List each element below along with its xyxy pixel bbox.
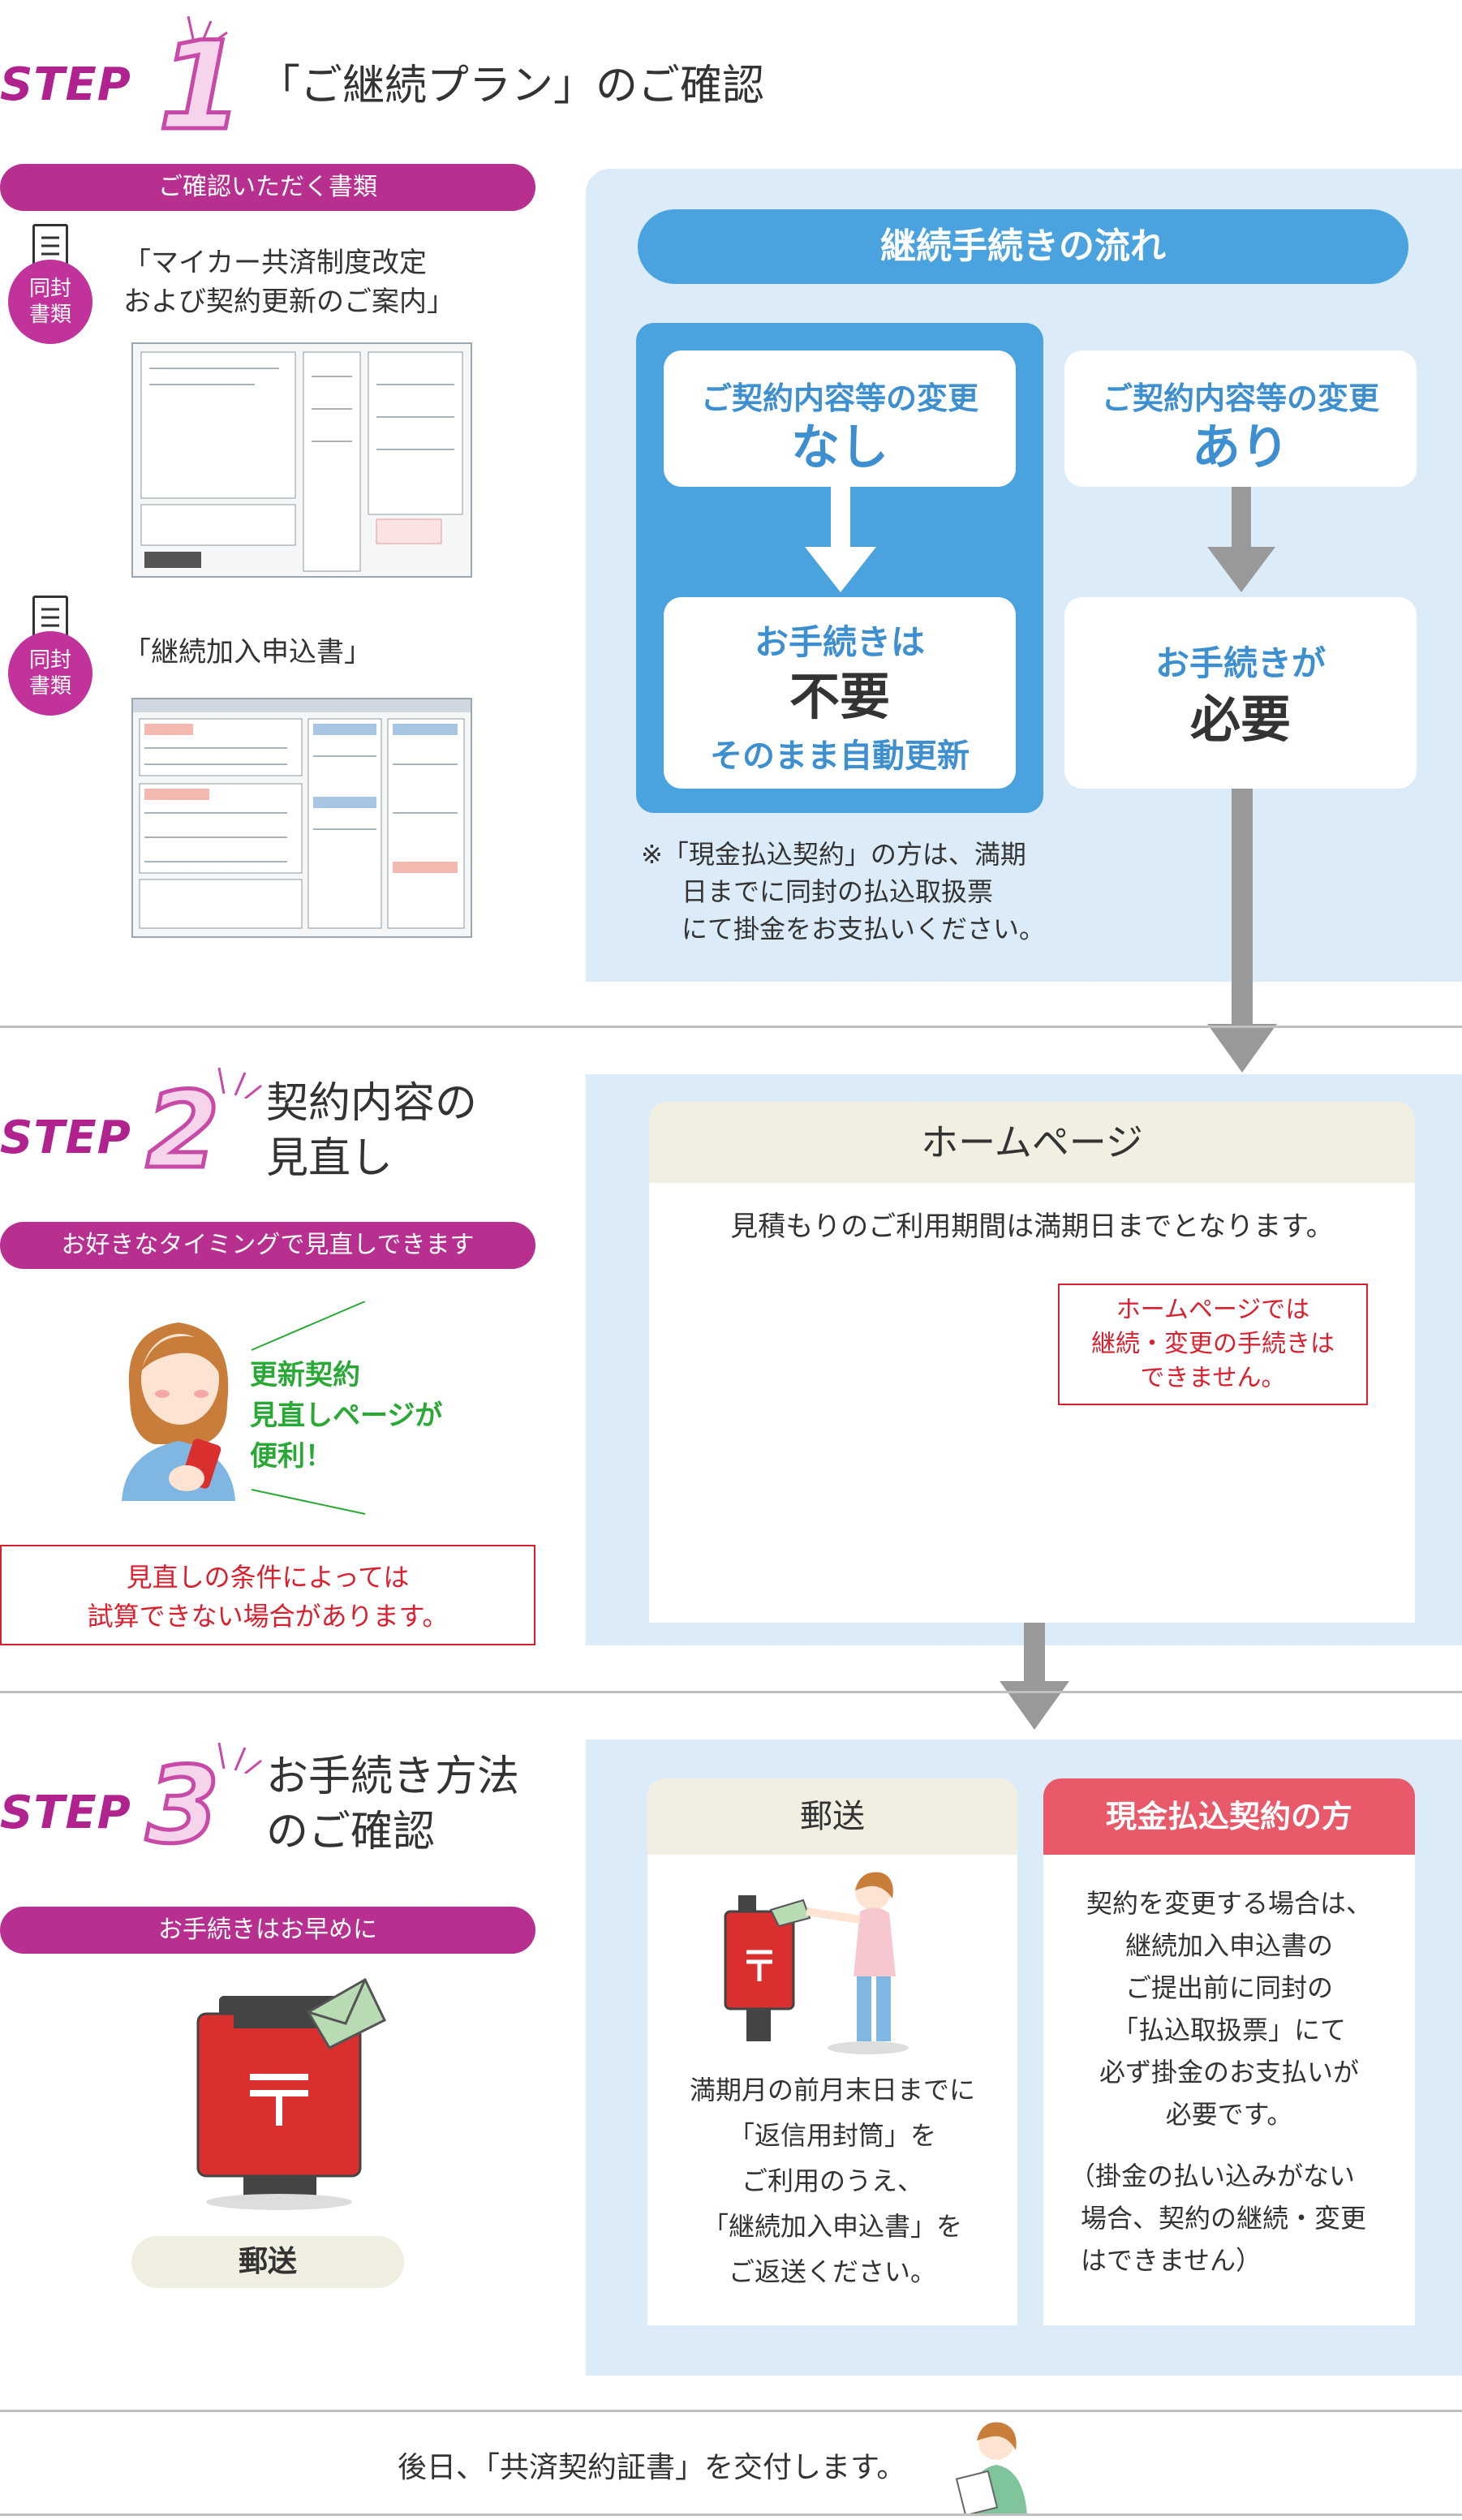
step-label: STEP — [0, 1787, 131, 1839]
step-number: 1 — [156, 16, 244, 157]
flow-connector — [1232, 789, 1253, 1032]
calc-warning: 見直しの条件によっては 試算できない場合があります。 — [0, 1545, 535, 1645]
section-divider — [0, 2514, 1462, 2516]
document-thumbnail — [131, 698, 472, 938]
arrow-down-icon — [800, 487, 881, 596]
mail-header: 郵送 — [647, 1778, 1017, 1855]
mail-label: 郵送 — [131, 2236, 404, 2288]
woman-with-document-illustration — [949, 2418, 1038, 2517]
cash-header: 現金払込契約の方 — [1043, 1778, 1415, 1855]
cash-instructions: 契約を変更する場合は、 継続加入申込書の ご提出前に同封の 「払込取扱票」にて … — [1086, 1888, 1372, 2130]
step1-heading: STEP 1 「ご継続プラン」のご確認 — [0, 11, 811, 150]
cash-note: （掛金の払い込みがない 場合、契約の継続・変更 はできません） — [1069, 2161, 1367, 2276]
step3-heading: STEP 3 お手続き方法 のご確認 — [0, 1715, 584, 1869]
post-box-illustration — [187, 1963, 389, 2215]
doc-item: 同封 書類 「継続加入申込書」 — [0, 591, 568, 948]
mail-instructions: 満期月の前月末日までに 「返信用封筒」を ご利用のうえ、 「継続加入申込書」を … — [689, 2075, 975, 2287]
step-title: 「ご継続プラン」のご確認 — [258, 62, 765, 110]
doc-item: 同封 書類 「マイカー共済制度改定 および契約更新のご案内」 — [0, 219, 568, 584]
arrow-down-icon — [1000, 1681, 1069, 1733]
enclosed-badge: 同封 書類 — [8, 631, 92, 716]
cash-card — [1043, 1778, 1415, 2325]
step-title: 契約内容の 見直し — [266, 1079, 478, 1183]
sparkle-icon — [203, 1733, 268, 1775]
step-title: お手続き方法 のご確認 — [266, 1752, 520, 1856]
section-divider — [0, 1026, 1462, 1028]
arrow-down-icon — [1207, 1024, 1277, 1076]
doc-title: 「継続加入申込書」 — [123, 636, 372, 669]
estimate-period-text: 見積もりのご利用期間は満期日までとなります。 — [730, 1211, 1334, 1243]
document-thumbnail — [131, 342, 472, 578]
no-procedure-card: お手続きは 不要 そのまま自動更新 — [664, 597, 1016, 789]
hurry-pill: お手続きはお早めに — [0, 1907, 535, 1954]
no-change-card: ご契約内容等の変更 なし — [664, 350, 1016, 487]
arrow-down-icon — [1201, 487, 1282, 596]
review-page-callout: 更新契約 見直しページが 便利！ — [250, 1359, 443, 1473]
change-card: ご契約内容等の変更 あり — [1064, 350, 1417, 487]
certificate-notice: 後日、「共済契約証書」を交付します。 — [398, 2451, 906, 2484]
woman-with-phone-illustration — [105, 1298, 252, 1501]
section-divider — [0, 2410, 1462, 2412]
enclosed-badge: 同封 書類 — [8, 260, 92, 344]
step-label: STEP — [0, 58, 131, 111]
step2-heading: STEP 2 契約内容の 見直し — [0, 1047, 584, 1201]
sparkle-icon — [203, 1058, 268, 1100]
step-number: 2 — [144, 1069, 221, 1192]
sparkle-icon — [153, 11, 234, 45]
section-divider — [0, 1691, 1462, 1693]
homepage-warning: ホームページでは 継続・変更の手続きは できません。 — [1058, 1284, 1368, 1405]
cash-payment-note: ※「現金払込契約」の方は、満期 日までに同封の払込取扱票 にて掛金をお支払いくだ… — [641, 839, 1046, 944]
step-label: STEP — [0, 1112, 131, 1164]
procedure-required-card: お手続きが 必要 — [1064, 597, 1417, 789]
document-icon — [32, 224, 68, 266]
step-number: 3 — [144, 1744, 221, 1867]
document-icon — [32, 596, 68, 638]
homepage-header: ホームページ — [649, 1102, 1415, 1183]
timing-pill: お好きなタイミングで見直しできます — [0, 1222, 535, 1269]
mail-card — [647, 1778, 1017, 2325]
flow-connector — [1024, 1623, 1045, 1688]
flow-header: 継続手続きの流れ — [638, 209, 1408, 284]
callout-lines — [243, 1301, 373, 1545]
doc-title: 「マイカー共済制度改定 および契約更新のご案内」 — [123, 247, 454, 318]
documents-pill: ご確認いただく書類 — [0, 164, 535, 211]
woman-posting-illustration — [722, 1863, 933, 2058]
